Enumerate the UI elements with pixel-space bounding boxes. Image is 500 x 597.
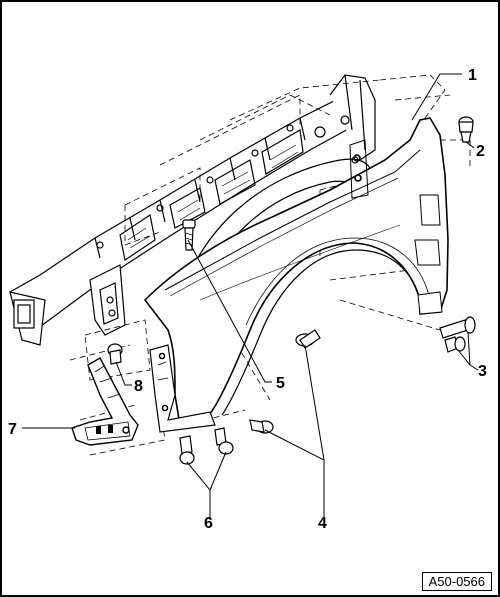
callout-2: 2 (476, 143, 485, 160)
bolts-3 (439, 316, 476, 353)
callout-4: 4 (318, 515, 327, 532)
bolt-2 (458, 116, 474, 143)
bolt-8 (107, 343, 123, 365)
bracket-7 (71, 357, 139, 446)
reference-code: A50-0566 (421, 572, 492, 591)
leader-lines (22, 73, 479, 520)
callout-5: 5 (276, 375, 285, 392)
callout-labels: 1 2 3 4 5 6 7 8 (8, 67, 487, 532)
bolts-4 (249, 329, 321, 434)
callout-8: 8 (134, 378, 143, 395)
bolt-5 (182, 219, 196, 251)
bolts-6 (179, 427, 234, 465)
wing-panel (143, 117, 449, 433)
callout-7: 7 (8, 421, 17, 438)
callout-1: 1 (468, 67, 477, 84)
callout-6: 6 (204, 515, 213, 532)
callout-3: 3 (478, 363, 487, 380)
